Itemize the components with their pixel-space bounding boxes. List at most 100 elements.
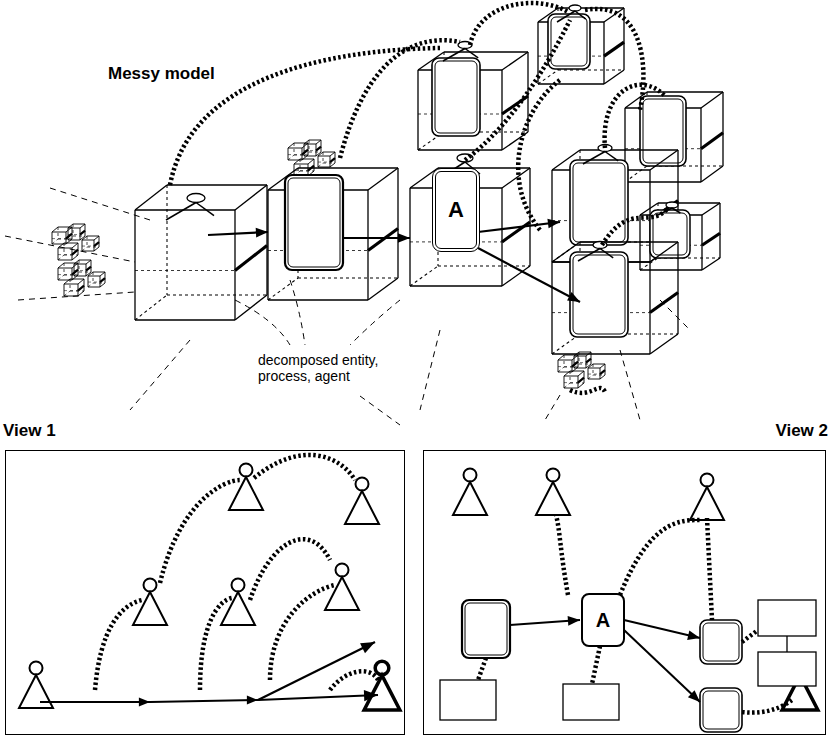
property-box <box>440 680 496 720</box>
agent-symbol <box>701 474 714 487</box>
cube <box>74 260 91 276</box>
agent-leg <box>605 152 618 161</box>
view-panel: View 2A <box>423 450 826 735</box>
agent-leg <box>575 11 586 19</box>
leader-line <box>360 396 400 425</box>
agent-leg <box>196 203 214 216</box>
leader-line <box>350 300 400 345</box>
arrow-head <box>688 690 700 702</box>
cube <box>64 279 84 296</box>
leader-line <box>660 300 690 330</box>
cube <box>52 227 72 244</box>
cube <box>135 185 267 320</box>
model-title: Messy model <box>108 64 215 84</box>
cube <box>58 263 78 280</box>
agent-symbol <box>30 662 43 675</box>
cube <box>552 242 678 354</box>
property-box <box>563 684 619 720</box>
agent-symbol <box>453 482 487 515</box>
leader-line <box>18 292 135 300</box>
leader-line <box>420 330 440 410</box>
leader-line <box>235 300 290 345</box>
association-dotted <box>592 646 600 684</box>
arrow-head <box>360 642 375 653</box>
agent-leg <box>465 49 478 58</box>
arrow-head <box>547 219 560 229</box>
association-dotted <box>254 455 355 480</box>
association-dotted <box>570 388 605 393</box>
entity-box-inner <box>288 178 340 267</box>
cube <box>288 143 308 160</box>
agent-symbol <box>325 577 359 610</box>
association-dotted <box>585 9 643 110</box>
cube <box>68 224 85 240</box>
entity-box-inner <box>643 99 683 163</box>
view-heading: View 1 <box>3 421 56 441</box>
entity-box <box>548 14 590 69</box>
cube <box>538 8 624 84</box>
link-line <box>786 636 787 652</box>
agent-symbol <box>19 675 53 708</box>
agent-symbol <box>464 469 477 482</box>
agent-symbol <box>133 592 167 625</box>
flow-arrow <box>258 642 375 700</box>
association-dotted <box>465 20 570 160</box>
association-dotted <box>478 658 486 680</box>
association-dotted <box>518 80 560 230</box>
agent-symbol <box>356 478 369 491</box>
agent-symbol <box>144 579 157 592</box>
entity-box <box>462 600 510 658</box>
agent-symbol <box>690 487 724 520</box>
arrow-head <box>139 698 150 707</box>
association-dotted <box>556 515 568 595</box>
cube <box>625 92 723 182</box>
entity-box <box>285 175 343 270</box>
agent-symbol <box>593 242 607 249</box>
entity-box <box>700 688 742 732</box>
agent-leg <box>443 49 465 62</box>
entity-box-inner <box>703 623 739 661</box>
association-dotted <box>620 520 700 595</box>
agent-symbol <box>221 592 255 625</box>
entity-box-inner <box>703 691 739 729</box>
entity-box-inner <box>465 603 507 655</box>
entity-box-inner <box>435 61 477 133</box>
cube <box>418 52 528 150</box>
association-dotted <box>340 40 460 158</box>
arrow-head <box>364 690 378 701</box>
entity-box <box>570 160 628 245</box>
flow-arrow <box>40 701 150 703</box>
leader-line <box>545 395 560 420</box>
leader-line <box>620 350 640 420</box>
cube <box>58 243 78 260</box>
entity-box <box>640 96 686 166</box>
property-box <box>758 600 816 636</box>
box-label: A <box>448 197 464 223</box>
entity-box <box>700 620 742 664</box>
entity-box <box>650 210 690 258</box>
leader-line <box>290 280 305 345</box>
agent-symbol <box>232 579 245 592</box>
property-box <box>758 652 816 686</box>
association-dotted <box>742 630 758 642</box>
association-dotted <box>707 518 712 620</box>
agent-symbol <box>536 482 570 515</box>
entity-box-inner <box>573 255 625 334</box>
arrow-head <box>567 292 580 302</box>
entity-box-inner <box>573 163 625 242</box>
flow-arrow <box>478 248 580 302</box>
agent-leg <box>600 249 613 258</box>
cube <box>318 152 335 167</box>
cube <box>588 364 605 379</box>
agent-process-box: A <box>581 593 625 647</box>
entity-box <box>432 58 480 136</box>
agent-leg <box>672 208 680 213</box>
association-dotted <box>605 85 665 148</box>
cube <box>82 236 99 251</box>
arrow-head <box>568 616 580 626</box>
association-dotted <box>270 585 335 680</box>
agent-leg <box>583 152 605 165</box>
agent-leg <box>166 203 196 221</box>
view-panel: View 1 <box>5 450 405 735</box>
